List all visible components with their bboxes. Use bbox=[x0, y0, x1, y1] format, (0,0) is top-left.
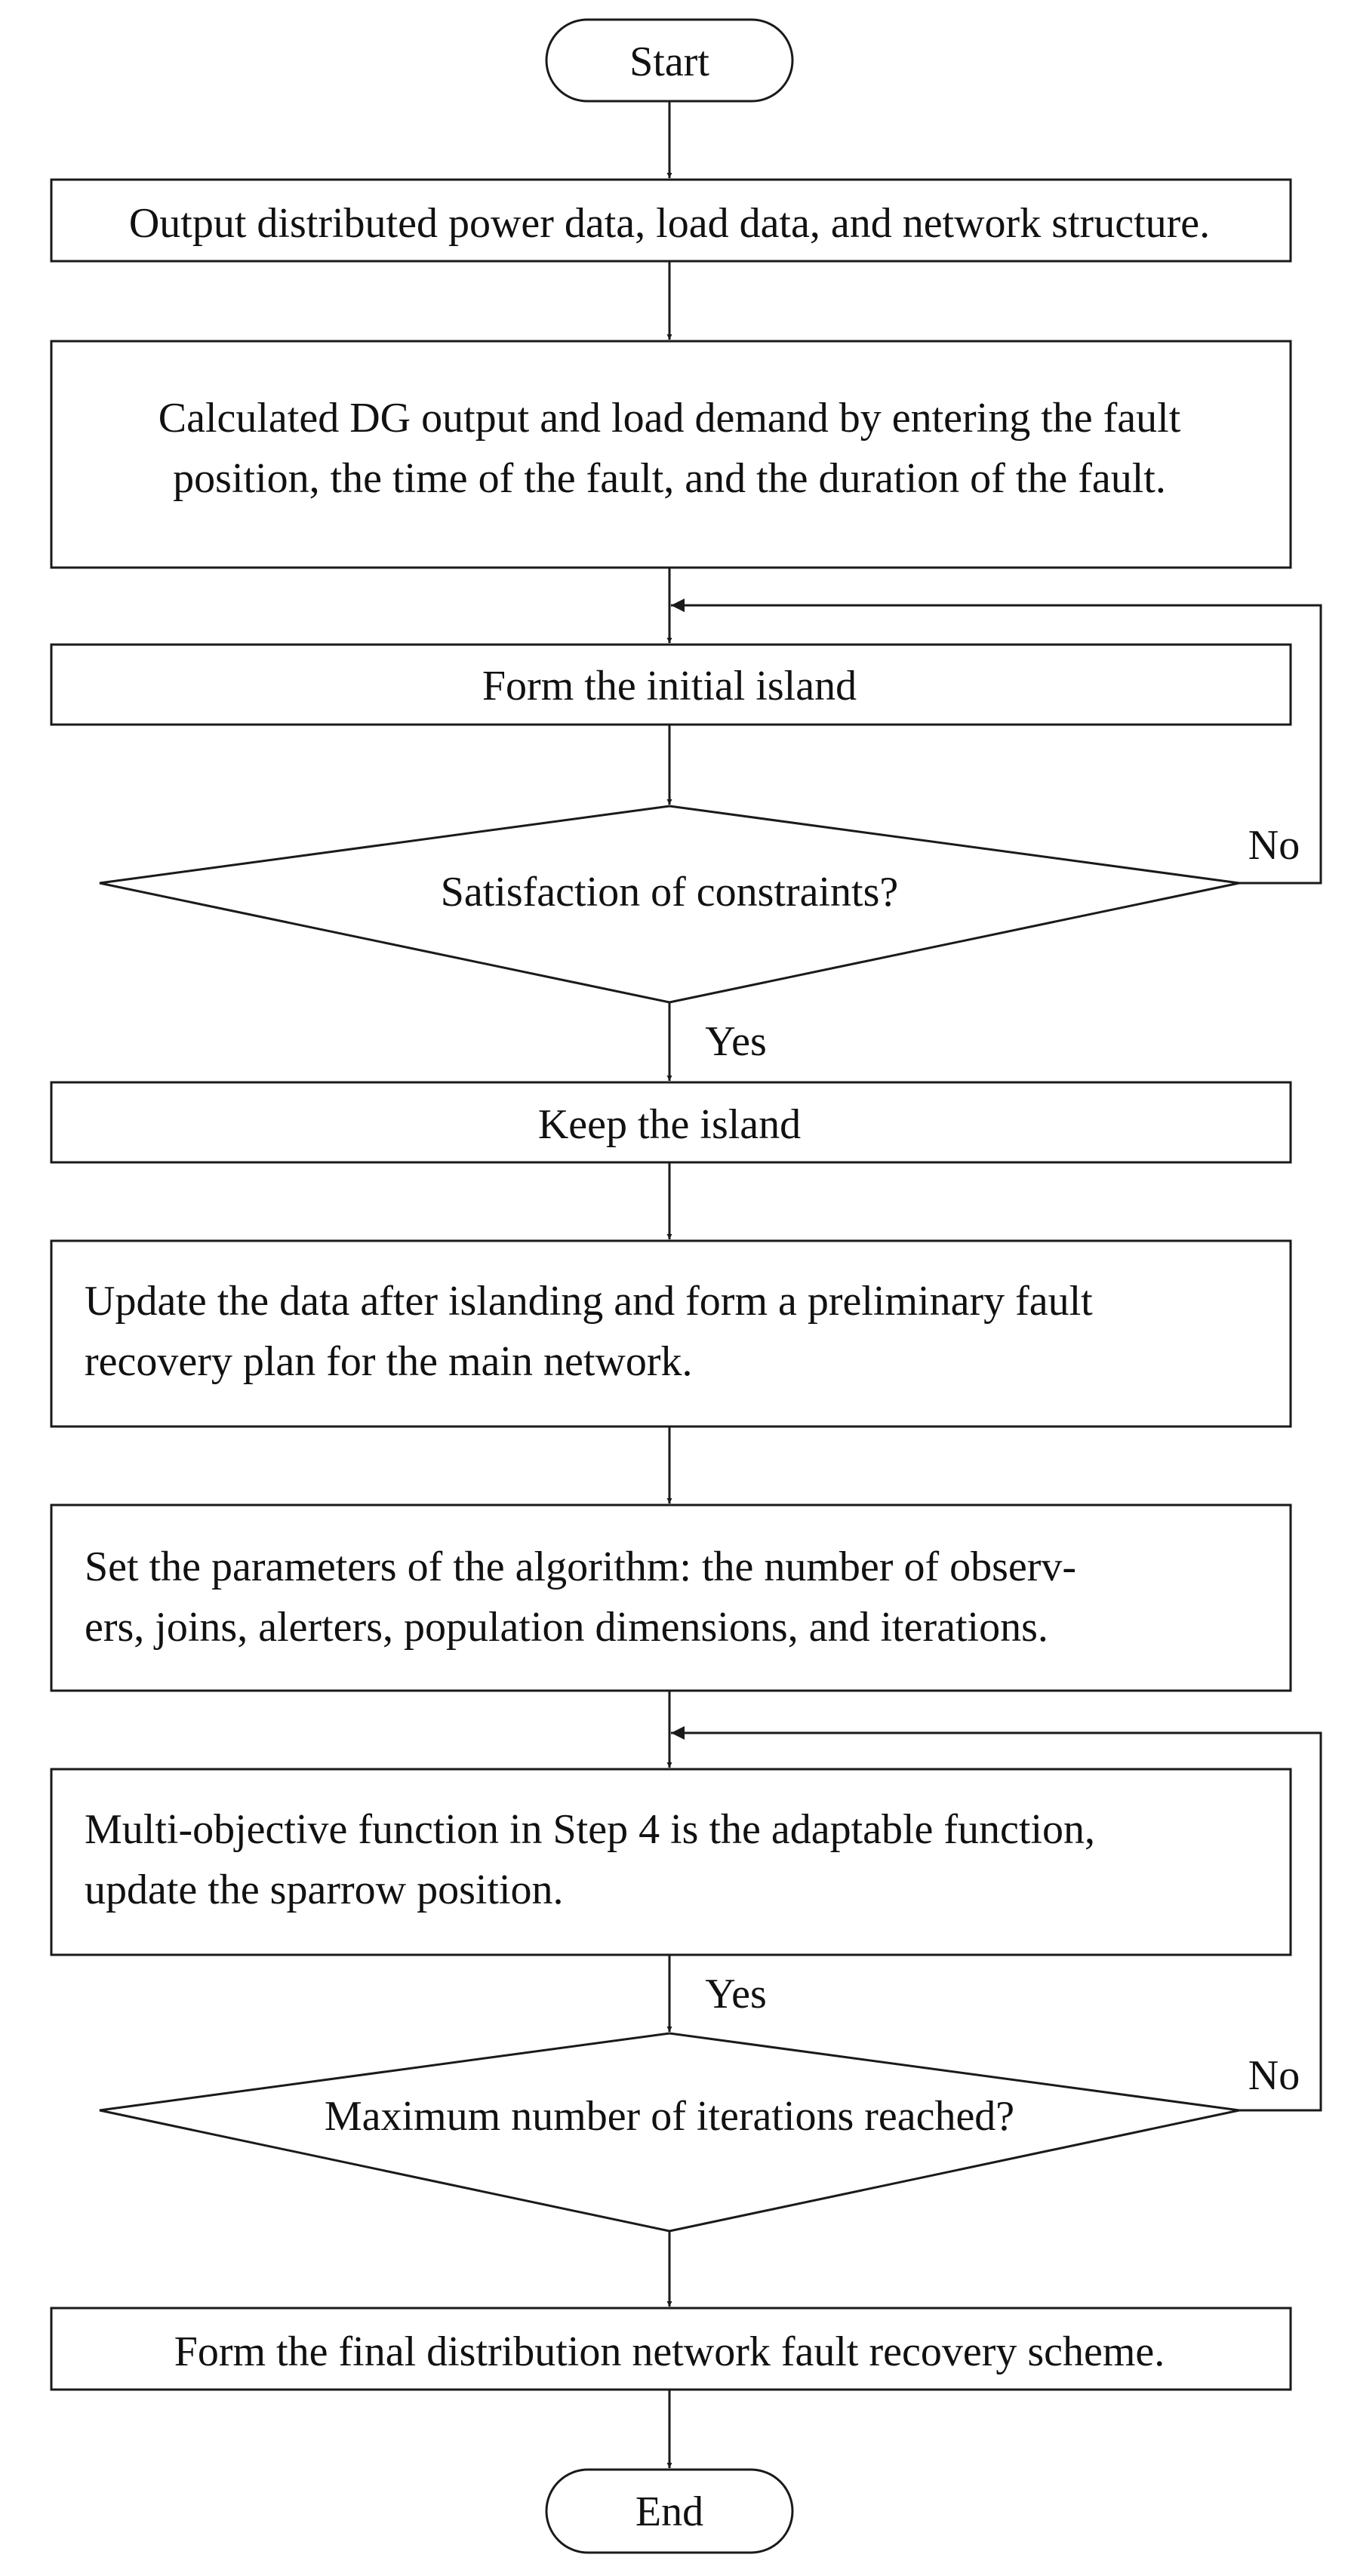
multi-objective-box bbox=[50, 1768, 1292, 1956]
output-data-box bbox=[50, 178, 1292, 263]
output-data-label: Output distributed power data, load data… bbox=[129, 200, 1210, 247]
keep-island-label: Keep the island bbox=[538, 1101, 801, 1148]
multi-label-line2: update the sparrow position. bbox=[85, 1867, 564, 1913]
end-terminator bbox=[545, 2468, 794, 2554]
update-data-box bbox=[50, 1239, 1292, 1428]
no-label-2: No bbox=[1248, 2052, 1300, 2099]
end-label: End bbox=[635, 2488, 703, 2535]
iterations-question-label: Maximum number of iterations reached? bbox=[325, 2093, 1014, 2140]
calc-label-line2: position, the time of the fault, and the… bbox=[173, 455, 1166, 502]
calc-label-line1: Calculated DG output and load demand by … bbox=[158, 395, 1181, 442]
multi-label-line1: Multi-objective function in Step 4 is th… bbox=[85, 1806, 1095, 1853]
set-parameters-box bbox=[50, 1503, 1292, 1692]
yes-label-1: Yes bbox=[705, 1018, 766, 1065]
form-island-label: Form the initial island bbox=[482, 663, 857, 709]
keep-island-box bbox=[50, 1081, 1292, 1164]
loop-no-constraints bbox=[671, 599, 1322, 885]
constraints-question-label: Satisfaction of constraints? bbox=[441, 869, 899, 916]
update-label-line1: Update the data after islanding and form… bbox=[85, 1278, 1093, 1325]
final-scheme-label: Form the final distribution network faul… bbox=[174, 2328, 1165, 2375]
start-label: Start bbox=[629, 38, 709, 85]
yes-label-2: Yes bbox=[705, 1971, 766, 2017]
params-label-line1: Set the parameters of the algorithm: the… bbox=[85, 1543, 1076, 1590]
final-scheme-box bbox=[50, 2307, 1292, 2391]
update-label-line2: recovery plan for the main network. bbox=[85, 1338, 692, 1385]
params-label-line2: ers, joins, alerters, population dimensi… bbox=[85, 1604, 1048, 1651]
loop-no-iterations bbox=[671, 1726, 1322, 2112]
form-island-box bbox=[50, 643, 1292, 726]
calc-box bbox=[50, 340, 1292, 569]
no-label-1: No bbox=[1248, 822, 1300, 869]
